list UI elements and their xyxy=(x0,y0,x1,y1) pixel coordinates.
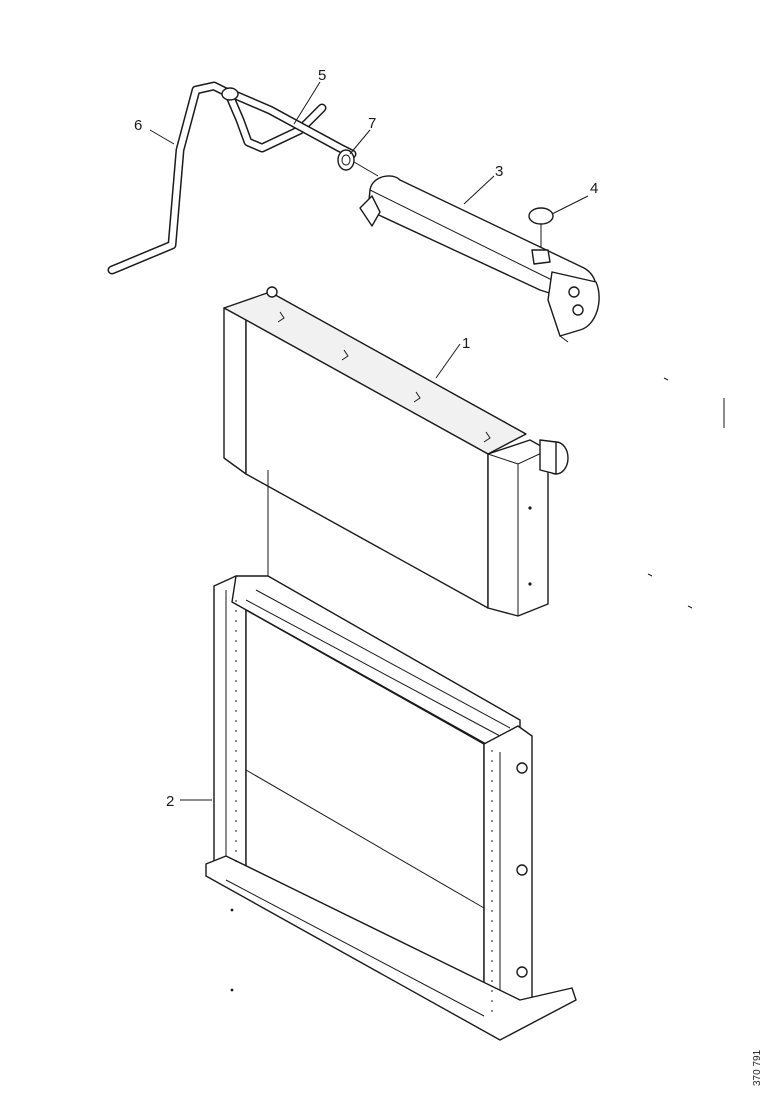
filler-cap-part-4 xyxy=(528,207,554,248)
radiator-core-part-1 xyxy=(223,286,569,617)
pipe-part-5 xyxy=(221,87,357,159)
callout-5: 5 xyxy=(318,67,326,84)
callout-2: 2 xyxy=(166,793,174,810)
callout-3: 3 xyxy=(495,163,503,180)
callout-6: 6 xyxy=(134,117,142,134)
pipe-part-6 xyxy=(107,81,231,275)
clamp-part-7 xyxy=(337,149,379,177)
stray-marks xyxy=(647,377,725,609)
callout-7: 7 xyxy=(368,115,376,132)
callout-1: 1 xyxy=(462,335,470,352)
drawing-reference-number: 370 791 xyxy=(752,1040,772,1090)
callout-4: 4 xyxy=(590,180,598,197)
expansion-tank-part-3 xyxy=(359,175,600,343)
radiator-frame-part-2 xyxy=(205,575,577,1041)
drawing-reference-text: 370 791 xyxy=(752,1049,763,1086)
leader-lines xyxy=(149,81,589,801)
